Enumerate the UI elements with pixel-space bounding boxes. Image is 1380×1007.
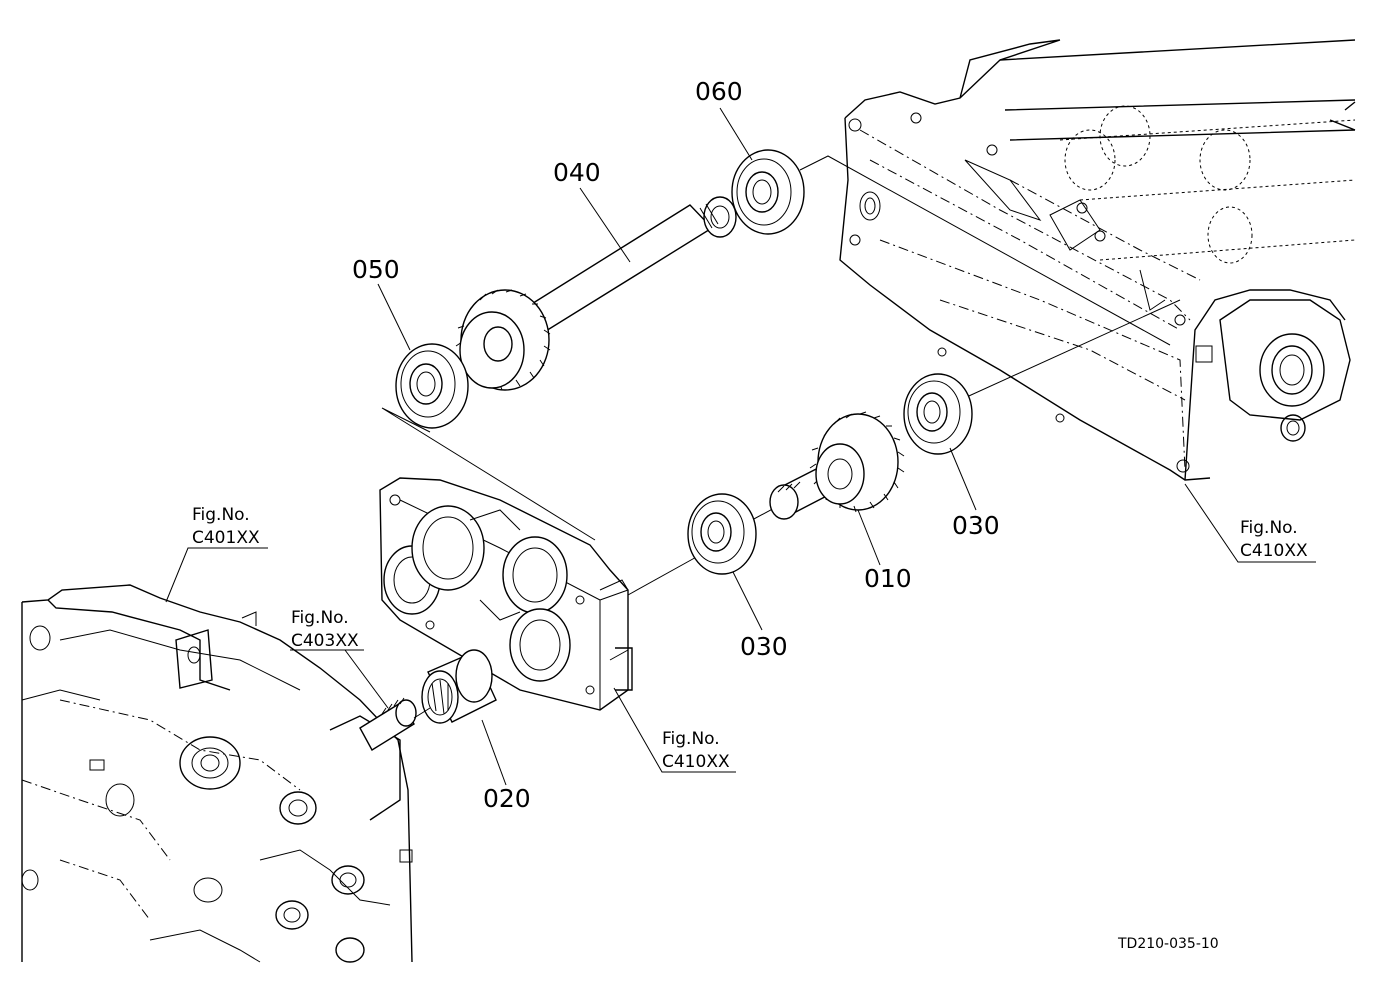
figure-ref-c403-number: C403XX [291, 631, 359, 651]
bearing-030-right [903, 373, 973, 455]
label-part-060: 060 [695, 77, 743, 106]
figure-ref-c410-center[interactable]: Fig.No. C410XX [662, 729, 730, 772]
needle-bearing-020 [421, 649, 497, 724]
figure-ref-c403-caption: Fig.No. [291, 608, 349, 628]
label-part-020: 020 [483, 784, 531, 813]
shaft-040 [455, 196, 737, 391]
leader-lines [165, 107, 1316, 786]
figure-ref-c403[interactable]: Fig.No. C403XX [291, 608, 359, 651]
gear-shaft-010 [769, 411, 905, 520]
transmission-housing-left [21, 584, 413, 963]
label-part-030-right: 030 [952, 511, 1000, 540]
drawing-id: TD210-035-10 [1117, 936, 1219, 952]
center-plate-housing [379, 477, 633, 711]
figure-ref-c401[interactable]: Fig.No. C401XX [192, 505, 260, 548]
label-part-050: 050 [352, 255, 400, 284]
part-number-labels: 060 040 050 030 010 030 020 [352, 77, 1000, 813]
label-part-010: 010 [864, 564, 912, 593]
figure-ref-c410-center-number: C410XX [662, 752, 730, 772]
input-shaft-c403 [359, 697, 431, 751]
figure-ref-c410-right[interactable]: Fig.No. C410XX [1240, 518, 1308, 561]
bearing-060 [731, 149, 805, 235]
transmission-housing-right [839, 39, 1356, 481]
bearing-050 [395, 343, 469, 429]
figure-ref-c410-center-caption: Fig.No. [662, 729, 720, 749]
figure-ref-c401-number: C401XX [192, 528, 260, 548]
assembly-guide-lines [381, 155, 1181, 596]
figure-ref-c401-caption: Fig.No. [192, 505, 250, 525]
label-part-030-center: 030 [740, 632, 788, 661]
figure-ref-c410-right-number: C410XX [1240, 541, 1308, 561]
figure-ref-c410-right-caption: Fig.No. [1240, 518, 1298, 538]
bearing-030-center [687, 493, 757, 575]
figure-references: Fig.No. C401XX Fig.No. C403XX Fig.No. C4… [192, 505, 1308, 772]
label-part-040: 040 [553, 158, 601, 187]
